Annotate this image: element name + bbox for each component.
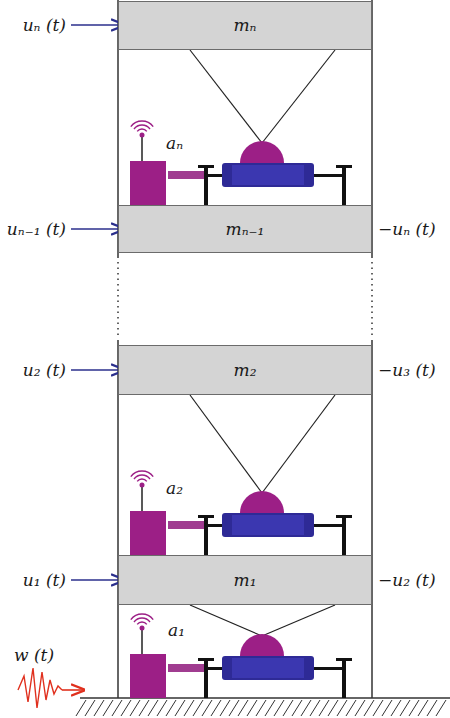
frame-columns	[118, 0, 372, 698]
mass-label: mₙ	[233, 15, 256, 35]
mass-label: m₁	[234, 570, 257, 590]
control-force-label: u₁ (t)	[23, 570, 66, 590]
floor-mass: m₂	[118, 345, 372, 395]
force-arrows	[71, 25, 370, 580]
control-force-label: uₙ₋₁ (t)	[7, 219, 66, 239]
floor-mass: mₙ	[118, 1, 372, 50]
mass-label: mₙ₋₁	[226, 219, 265, 239]
floor-mass: m₁	[118, 555, 372, 605]
excitation-label: w (t)	[14, 645, 54, 665]
actuator-label: a₁	[168, 620, 185, 640]
ground	[76, 698, 450, 716]
control-force-label: uₙ (t)	[23, 15, 66, 35]
actuator-assembly	[130, 605, 352, 698]
control-force-label: u₂ (t)	[23, 360, 66, 380]
actuator-assembly	[130, 395, 352, 555]
control-force-label: −u₃ (t)	[378, 360, 436, 380]
control-force-label: −uₙ (t)	[378, 219, 436, 239]
actuator-label: aₙ	[166, 133, 183, 153]
floor-mass: mₙ₋₁	[118, 205, 372, 253]
mass-label: m₂	[234, 360, 257, 380]
control-force-label: −u₂ (t)	[378, 570, 436, 590]
ground-excitation	[18, 668, 84, 708]
actuator-label: a₂	[166, 478, 183, 498]
actuator-assembly	[130, 50, 352, 205]
